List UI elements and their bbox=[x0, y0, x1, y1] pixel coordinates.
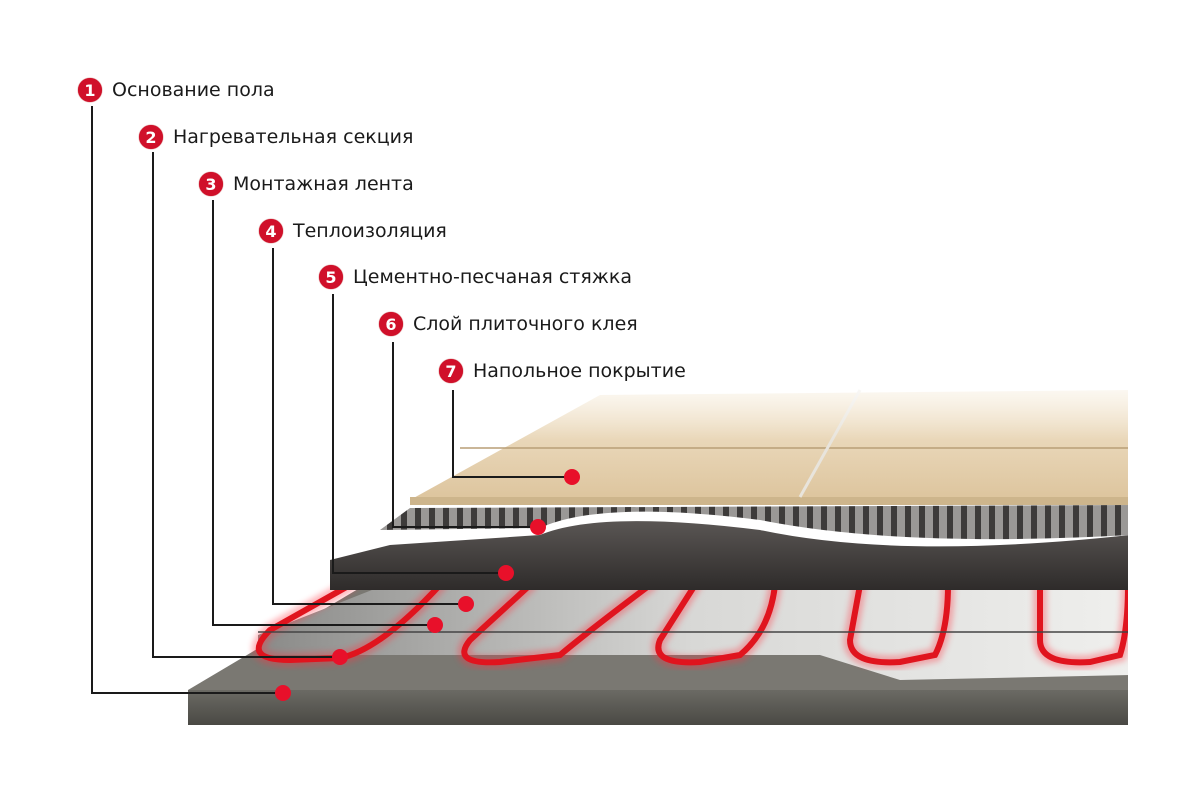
pointer-dots bbox=[275, 469, 580, 701]
label-text: Цементно-песчаная стяжка bbox=[353, 266, 632, 288]
label-layer-4: 4 Теплоизоляция bbox=[259, 217, 447, 245]
label-layer-1: 1 Основание пола bbox=[78, 76, 275, 104]
layer-floor-covering bbox=[400, 370, 1200, 750]
number-badge: 1 bbox=[78, 78, 102, 102]
number-badge: 7 bbox=[439, 359, 463, 383]
layer-cement-screed bbox=[330, 521, 1130, 590]
heating-cable bbox=[251, 578, 1135, 670]
label-layer-3: 3 Монтажная лента bbox=[199, 170, 414, 198]
number-badge: 5 bbox=[319, 265, 343, 289]
label-text: Напольное покрытие bbox=[473, 360, 686, 382]
label-text: Основание пола bbox=[112, 79, 275, 101]
label-layer-6: 6 Слой плиточного клея bbox=[379, 310, 638, 338]
label-text: Нагревательная секция bbox=[173, 126, 414, 148]
label-layer-5: 5 Цементно-песчаная стяжка bbox=[319, 263, 632, 291]
label-text: Монтажная лента bbox=[233, 173, 414, 195]
label-layer-7: 7 Напольное покрытие bbox=[439, 357, 686, 385]
label-layer-2: 2 Нагревательная секция bbox=[139, 123, 413, 151]
number-badge: 6 bbox=[379, 312, 403, 336]
label-text: Слой плиточного клея bbox=[413, 313, 638, 335]
label-text: Теплоизоляция bbox=[293, 220, 447, 242]
number-badge: 3 bbox=[199, 172, 223, 196]
number-badge: 4 bbox=[259, 219, 283, 243]
layer-tile-adhesive bbox=[380, 505, 1130, 540]
number-badge: 2 bbox=[139, 125, 163, 149]
leader-lines bbox=[91, 106, 572, 694]
